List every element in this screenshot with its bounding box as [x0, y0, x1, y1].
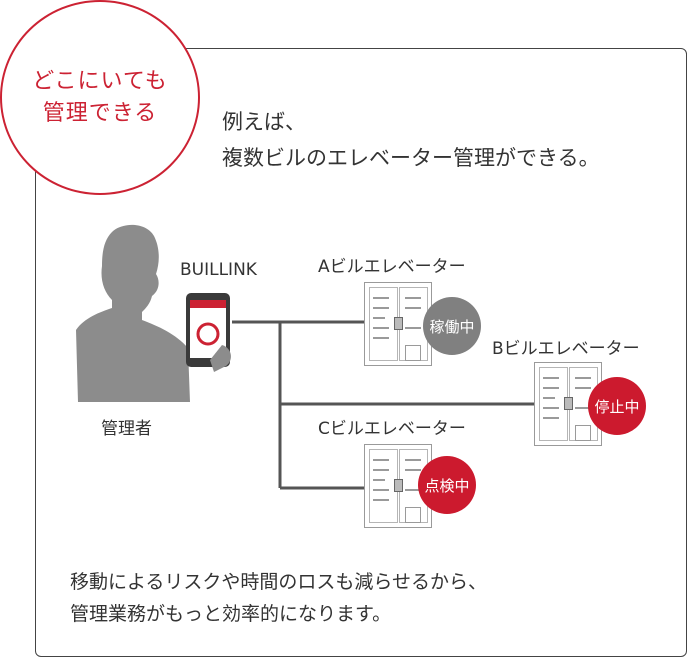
device-label: BUILLINK [180, 260, 257, 280]
building-c-label: Cビルエレベーター [318, 419, 466, 439]
building-a-label: Aビルエレベーター [318, 257, 466, 277]
summary-line-2: 管理業務がもっと効率的になります。 [70, 603, 392, 625]
building-b-label: Bビルエレベーター [492, 339, 640, 359]
intro-text: 例えば、 複数ビルのエレベーター管理ができる。 [222, 104, 600, 176]
building-b-status-badge: 停止中 [588, 377, 646, 435]
manager-label: 管理者 [101, 419, 152, 439]
intro-line-2: 複数ビルのエレベーター管理ができる。 [222, 146, 600, 170]
badge-line-2: 管理できる [42, 100, 158, 126]
summary-text: 移動によるリスクや時間のロスも減らせるから、 管理業務がもっと効率的になります。 [70, 566, 487, 630]
building-c-status-badge: 点検中 [418, 456, 476, 514]
intro-line-1: 例えば、 [222, 110, 306, 134]
building-a-elevator-icon [364, 282, 432, 366]
summary-line-1: 移動によるリスクや時間のロスも減らせるから、 [70, 571, 488, 593]
network-lines [232, 320, 534, 490]
building-a-status-badge: 稼働中 [423, 297, 481, 355]
manager-silhouette-icon [76, 224, 190, 402]
smartphone-icon [186, 293, 231, 372]
badge-line-1: どこにいても [32, 68, 168, 94]
highlight-badge: どこにいても 管理できる [0, 0, 200, 195]
